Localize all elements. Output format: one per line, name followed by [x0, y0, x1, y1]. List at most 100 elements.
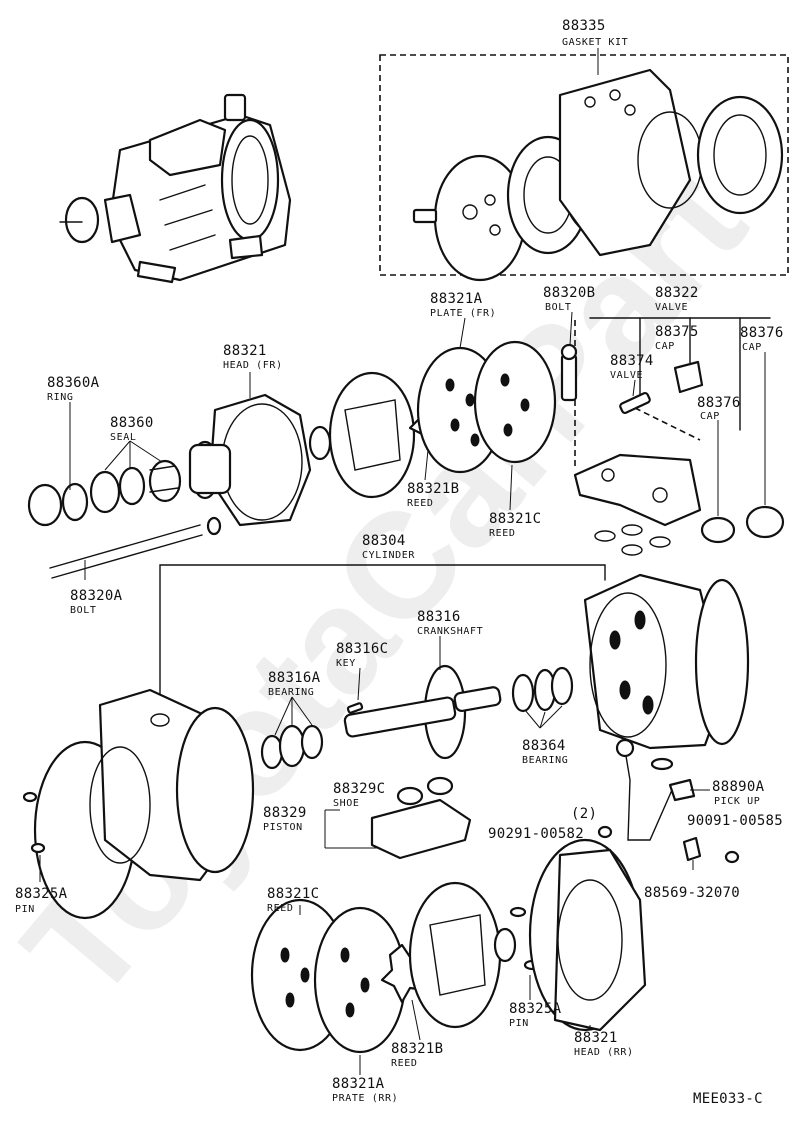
svg-text:CRANKSHAFT: CRANKSHAFT: [417, 626, 483, 637]
svg-text:PRATE (RR): PRATE (RR): [332, 1093, 398, 1104]
svg-text:90291-00582: 90291-00582: [488, 826, 584, 842]
svg-text:CYLINDER: CYLINDER: [362, 550, 415, 561]
svg-text:VALVE: VALVE: [655, 302, 688, 313]
svg-text:88316A: 88316A: [268, 670, 321, 686]
svg-text:PIN: PIN: [509, 1018, 529, 1029]
svg-text:88321B: 88321B: [407, 481, 459, 497]
svg-text:88304: 88304: [362, 533, 406, 549]
label-88890A: 88890A PICK UP: [712, 779, 765, 807]
label-88321C-rear: 88321C REED: [267, 886, 319, 914]
svg-text:88364: 88364: [522, 738, 566, 754]
svg-text:GASKET KIT: GASKET KIT: [562, 37, 628, 48]
svg-text:88569-32070: 88569-32070: [644, 885, 740, 901]
svg-text:KEY: KEY: [336, 658, 356, 669]
svg-text:BEARING: BEARING: [268, 687, 314, 698]
svg-text:90091-00585: 90091-00585: [687, 813, 783, 829]
svg-text:88316: 88316: [417, 609, 461, 625]
svg-text:HEAD (RR): HEAD (RR): [574, 1047, 634, 1058]
label-88325A-right: 88325A PIN: [509, 1001, 562, 1029]
svg-text:88321C: 88321C: [267, 886, 319, 902]
svg-text:88890A: 88890A: [712, 779, 765, 795]
svg-text:REED: REED: [391, 1058, 417, 1069]
label-88329C: 88329C SHOE: [333, 781, 385, 809]
label-90091-00585: 90091-00585: [687, 813, 783, 829]
label-88374: 88374 VALVE: [610, 353, 654, 381]
svg-text:RING: RING: [47, 392, 73, 403]
svg-text:88329: 88329: [263, 805, 307, 821]
svg-text:88316C: 88316C: [336, 641, 388, 657]
label-90291-00582: (2) 90291-00582: [488, 806, 597, 842]
valve-assembly: [560, 317, 785, 556]
label-88321-head-rear: 88321 HEAD (RR): [574, 1030, 634, 1058]
svg-text:CAP: CAP: [742, 342, 762, 353]
diagram-code: MEE033-C: [693, 1091, 763, 1107]
label-88321B-front: 88321B REED: [407, 481, 459, 509]
label-88325A-left: 88325A PIN: [15, 886, 68, 915]
svg-text:88325A: 88325A: [509, 1001, 562, 1017]
svg-text:PICK UP: PICK UP: [714, 796, 760, 807]
label-88375: 88375 CAP: [655, 324, 699, 352]
label-88329: 88329 PISTON: [263, 805, 307, 833]
svg-text:88322: 88322: [655, 285, 699, 301]
label-88321B-rear: 88321B REED: [391, 1041, 443, 1069]
label-88376-top: 88376 CAP: [740, 325, 784, 353]
label-88376-mid: 88376 CAP: [697, 395, 741, 422]
svg-text:BOLT: BOLT: [545, 302, 571, 313]
svg-text:REED: REED: [489, 528, 515, 539]
leader-lines: [39, 48, 766, 1075]
label-88320B: 88320B BOLT: [543, 285, 595, 313]
svg-text:88360A: 88360A: [47, 375, 100, 391]
svg-text:VALVE: VALVE: [610, 370, 643, 381]
label-88360A: 88360A RING: [47, 375, 100, 403]
label-88320A: 88320A BOLT: [70, 588, 123, 616]
svg-text:88376: 88376: [697, 395, 741, 411]
svg-text:PISTON: PISTON: [263, 822, 303, 833]
svg-text:SHOE: SHOE: [333, 798, 359, 809]
svg-text:88320A: 88320A: [70, 588, 123, 604]
svg-text:PIN: PIN: [15, 904, 35, 915]
svg-text:88321: 88321: [574, 1030, 618, 1046]
svg-text:BEARING: BEARING: [522, 755, 568, 766]
svg-text:88321A: 88321A: [332, 1076, 385, 1092]
svg-text:BOLT: BOLT: [70, 605, 96, 616]
label-88322: 88322 VALVE: [655, 285, 699, 313]
label-88321A-front: 88321A PLATE (FR): [430, 291, 496, 319]
svg-text:88376: 88376: [740, 325, 784, 341]
svg-text:88325A: 88325A: [15, 886, 68, 902]
svg-text:SEAL: SEAL: [110, 432, 136, 443]
label-88304: 88304 CYLINDER: [362, 533, 415, 561]
assembled-compressor: [59, 93, 292, 284]
svg-text:88374: 88374: [610, 353, 654, 369]
label-88316A: 88316A BEARING: [268, 670, 321, 698]
svg-text:PLATE (FR): PLATE (FR): [430, 308, 496, 319]
svg-text:REED: REED: [267, 903, 293, 914]
svg-text:88360: 88360: [110, 415, 154, 431]
label-88360: 88360 SEAL: [110, 415, 154, 443]
svg-text:88321: 88321: [223, 343, 267, 359]
label-88321-head-front: 88321 HEAD (FR): [223, 343, 283, 371]
svg-text:HEAD (FR): HEAD (FR): [223, 360, 283, 371]
label-88321C-front: 88321C REED: [489, 511, 541, 539]
front-head-group: [27, 340, 557, 579]
svg-text:88321A: 88321A: [430, 291, 483, 307]
svg-text:88375: 88375: [655, 324, 699, 340]
svg-text:88335: 88335: [562, 18, 606, 34]
svg-text:CAP: CAP: [655, 341, 675, 352]
svg-text:(2): (2): [571, 806, 597, 822]
label-88316: 88316 CRANKSHAFT: [417, 609, 483, 637]
label-88364: 88364 BEARING: [522, 738, 568, 766]
label-88316C: 88316C KEY: [336, 641, 388, 669]
gasket-kit-box: [379, 54, 789, 282]
svg-text:88320B: 88320B: [543, 285, 595, 301]
rear-head-group: [250, 838, 647, 1054]
cylinder-group: [22, 564, 750, 920]
svg-text:88329C: 88329C: [333, 781, 385, 797]
label-88335: 88335 GASKET KIT: [562, 18, 628, 48]
svg-text:REED: REED: [407, 498, 433, 509]
svg-text:88321B: 88321B: [391, 1041, 443, 1057]
label-88321A-rear: 88321A PRATE (RR): [332, 1076, 398, 1104]
label-88569-32070: 88569-32070: [644, 885, 740, 901]
svg-text:CAP: CAP: [700, 411, 720, 422]
svg-text:88321C: 88321C: [489, 511, 541, 527]
